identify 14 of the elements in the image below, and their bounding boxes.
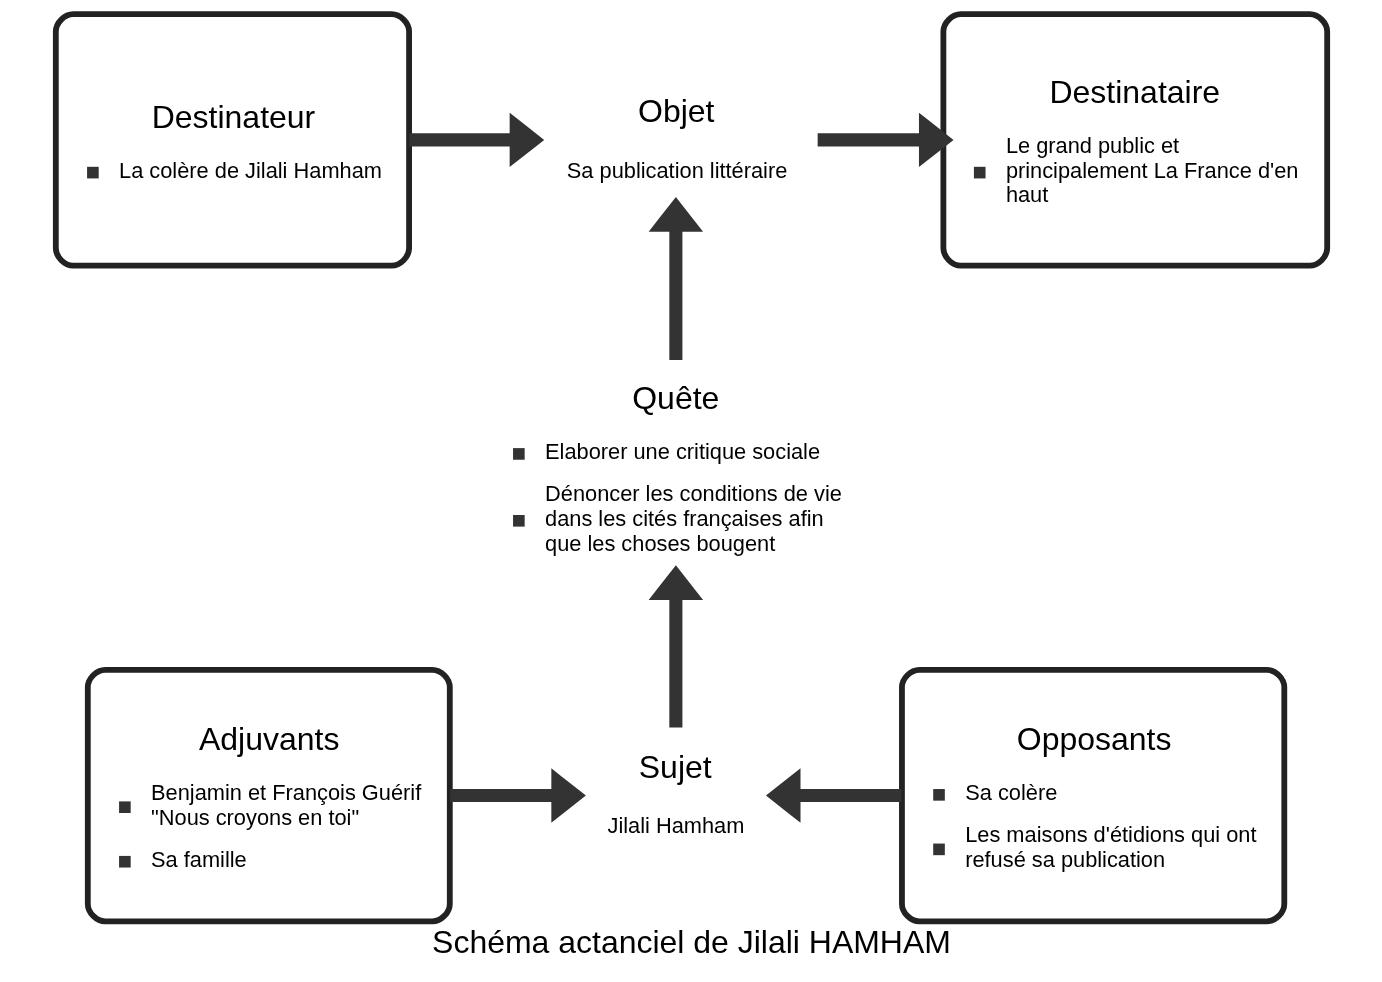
arrow [765,768,901,823]
arrow [817,112,953,168]
caption: Schéma actanciel de Jilali HAMHAM [431,923,951,960]
arrow [648,565,703,728]
node-box: Opposants Sa colère Les maisons d'étidions qui ont refusé sa publication [898,666,1287,925]
node-box: Destinateur La colère de Jilali Hamham [52,11,412,269]
arrow [648,197,703,360]
node-box: Destinataire Le grand public et principalement La France d'en haut [939,11,1330,269]
arrow [449,768,586,823]
node-text: Quête Elaborer une critique sociale Dénoncer les conditions de vie dans les cités françaises afin que les choses bougent [544,380,842,556]
node-box: Adjuvants Benjamin et François Guérif "Nous croyons en toi" Sa famille [84,666,453,925]
node-text: Objet Sa publication littéraire [566,92,787,183]
node-text: Sujet Jilali Hamham [607,748,744,839]
arrow [408,112,544,168]
